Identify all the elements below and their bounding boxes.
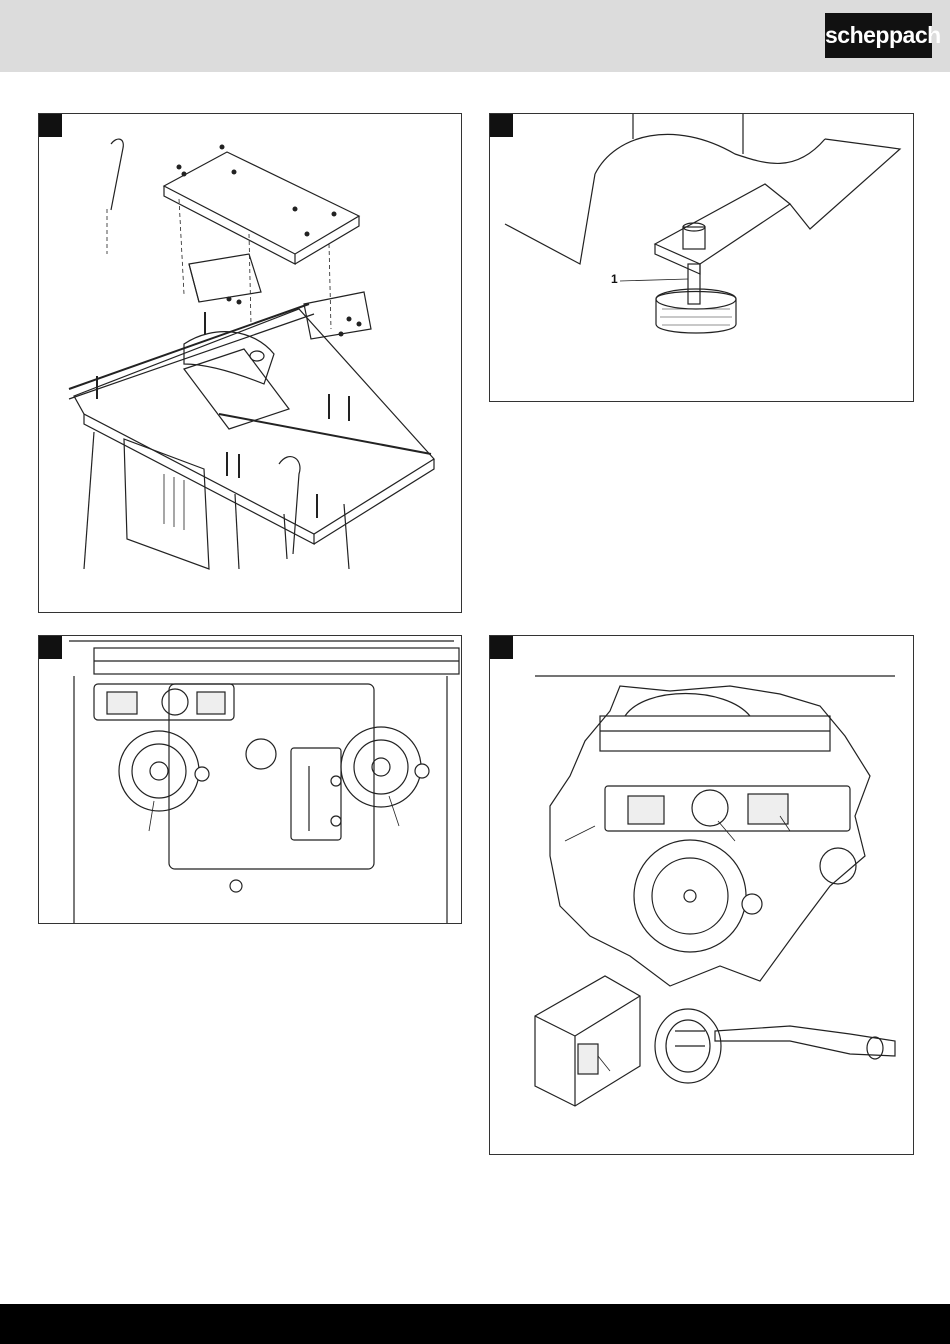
assembly-drawing bbox=[39, 114, 461, 612]
footer-bar bbox=[0, 1304, 950, 1344]
switch-detail-drawing bbox=[490, 636, 913, 1154]
figure-switch-detail bbox=[489, 635, 914, 1155]
figure-leveling-foot: 1 bbox=[489, 113, 914, 402]
callout-label: 1 bbox=[611, 272, 618, 286]
figure-assembly bbox=[38, 113, 462, 613]
header-bar: scheppach bbox=[0, 0, 950, 72]
brand-logo: scheppach bbox=[825, 13, 932, 58]
figure-front-panel bbox=[38, 635, 462, 924]
front-panel-drawing bbox=[39, 636, 461, 923]
leveling-foot-drawing bbox=[490, 114, 913, 401]
